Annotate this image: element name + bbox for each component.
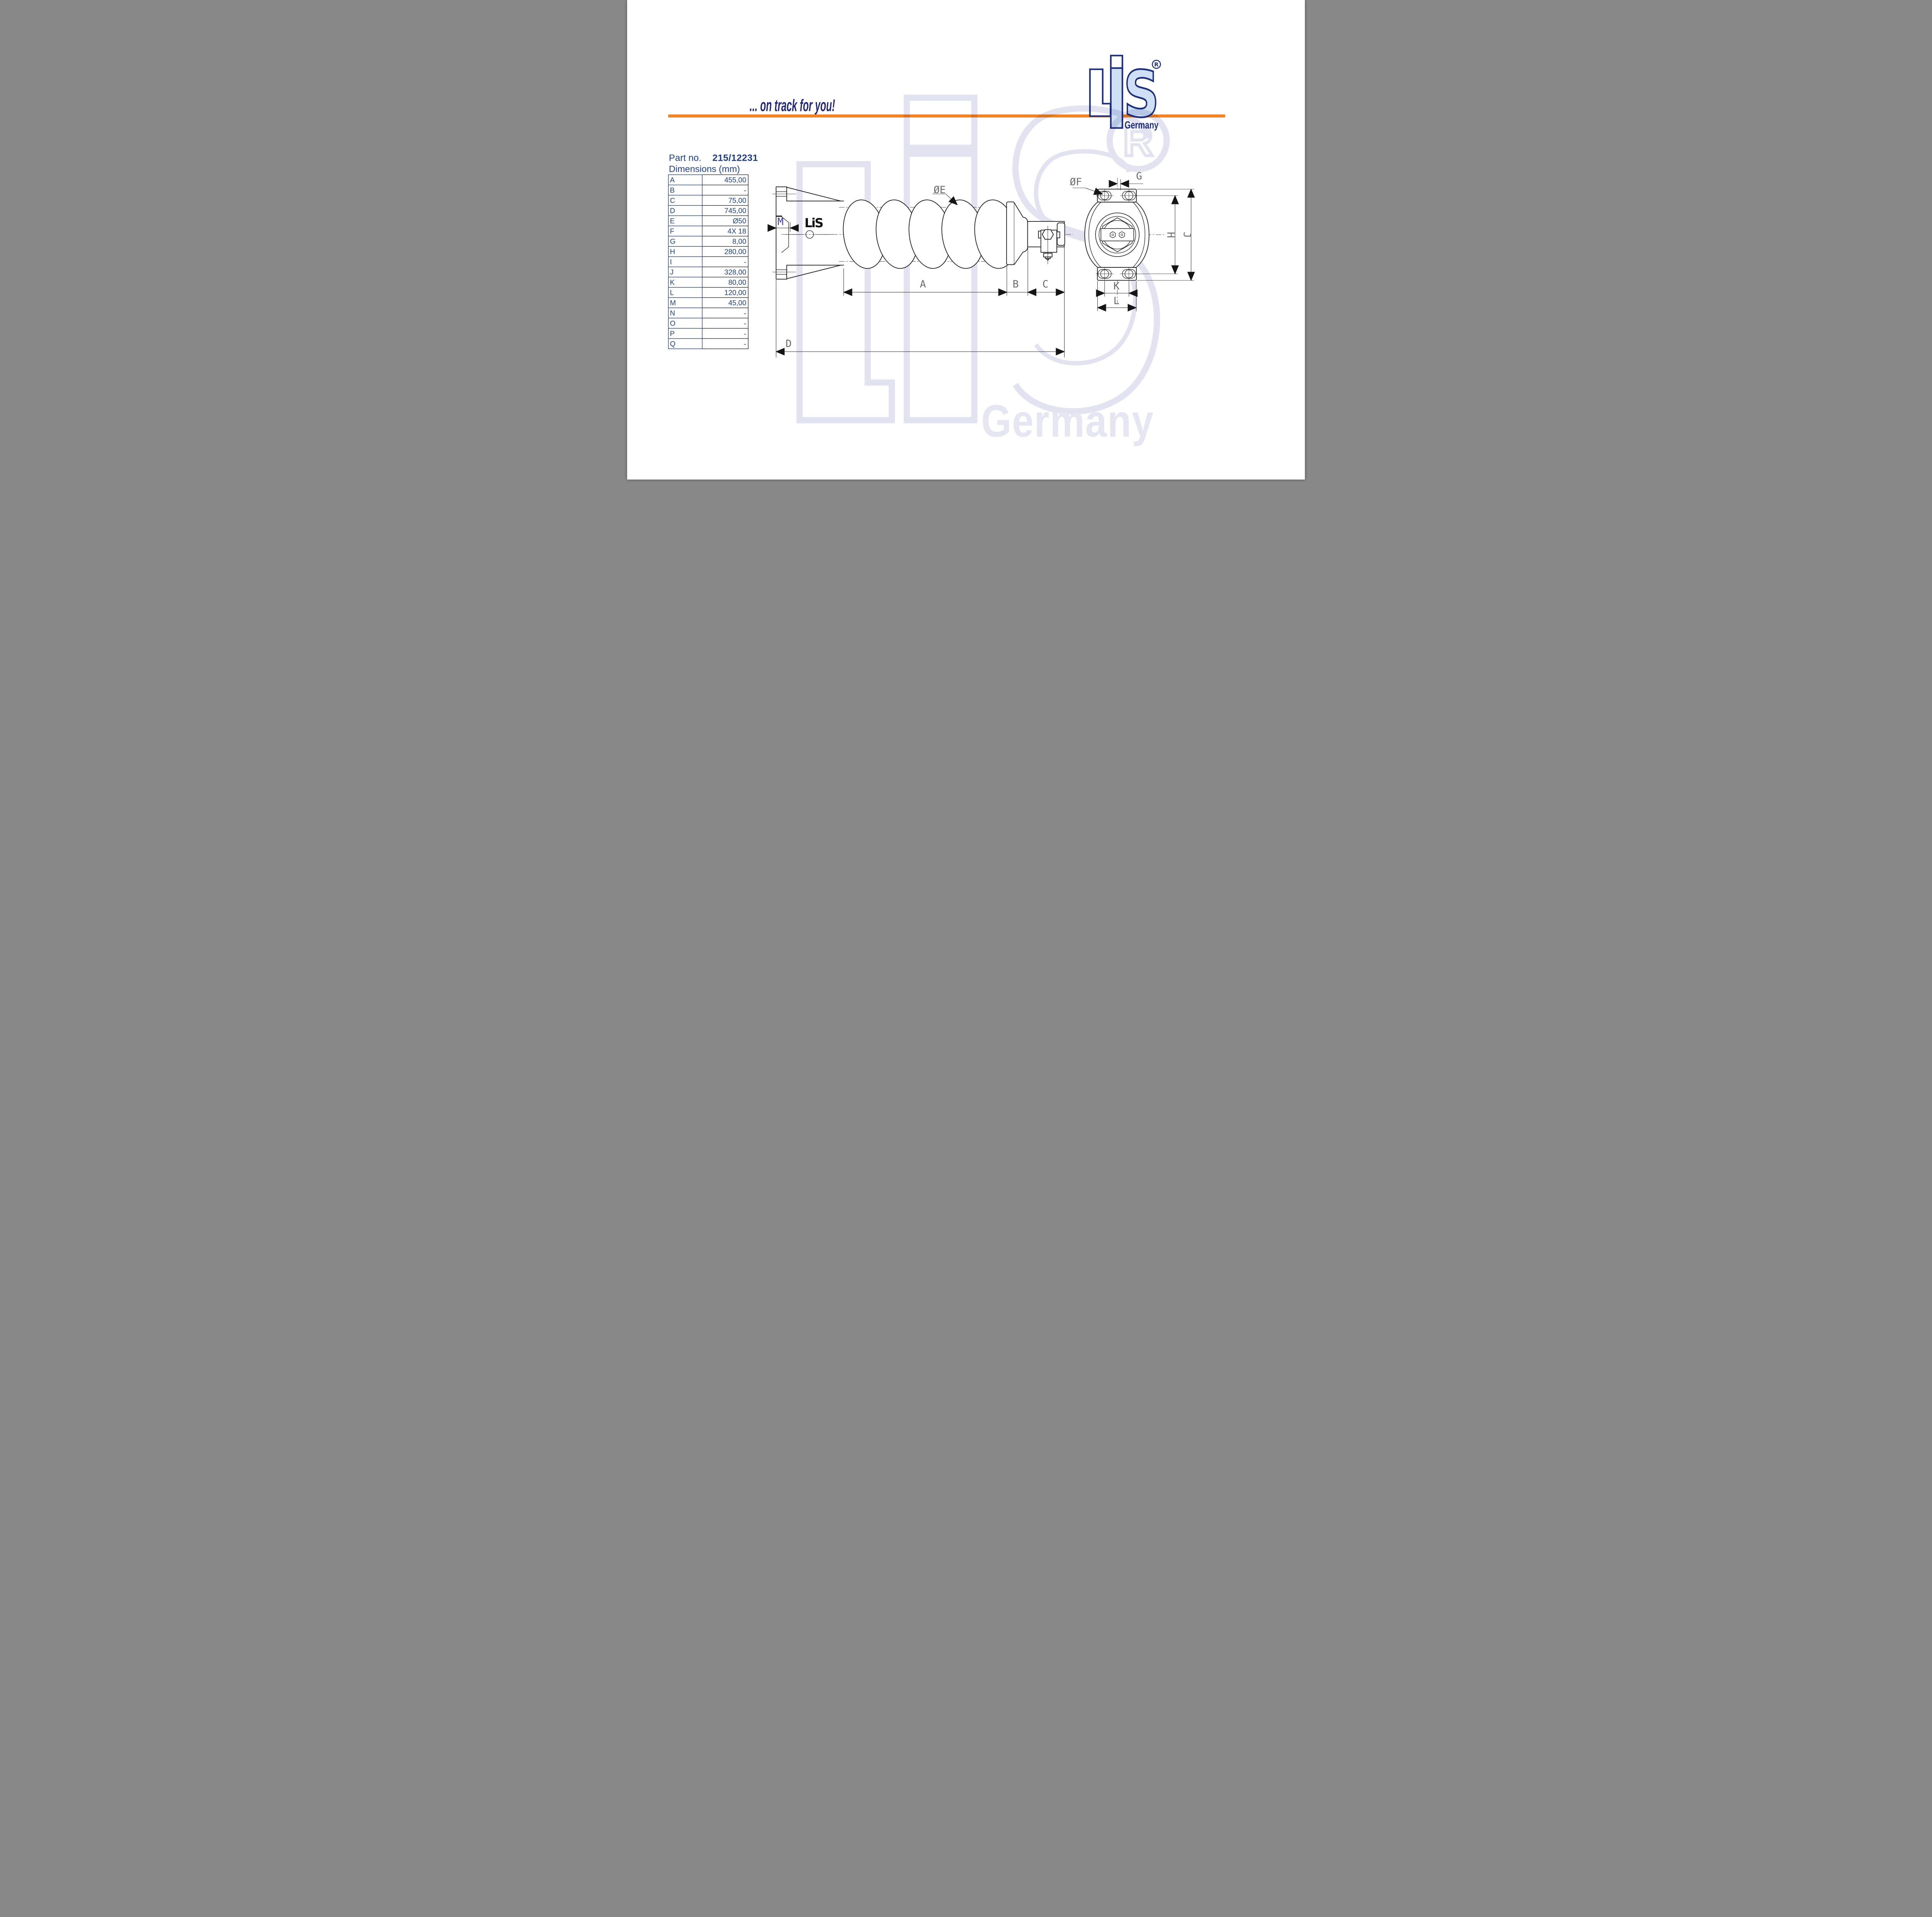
dim-value: - [702, 256, 748, 267]
dim-value: 4X 18 [702, 226, 748, 236]
part-number-label: Part no. [669, 152, 702, 163]
recoil-spring [843, 199, 1017, 269]
dim-label-j: J [1181, 232, 1193, 238]
dim-key: D [668, 205, 702, 216]
table-row: Q- [668, 338, 748, 349]
watermark-registered-circle-icon [1106, 109, 1170, 172]
dim-key: J [668, 267, 702, 277]
dim-key: P [668, 328, 702, 339]
dimension-labels: A B C D ØE ØF G H J K L M [777, 171, 1192, 350]
dim-label-k: K [1114, 281, 1120, 292]
dim-label-b: B [1013, 279, 1019, 290]
dim-value: 328,00 [702, 267, 748, 277]
dim-label-e: ØE [934, 184, 946, 196]
part-number-value: 215/12231 [712, 152, 758, 163]
watermark-letter-i-stem-icon [903, 151, 978, 424]
dim-key: Q [668, 338, 702, 349]
dim-value: - [702, 185, 748, 196]
table-row: B- [668, 185, 748, 196]
logo-registered-circle-icon [1152, 60, 1161, 69]
dim-key: A [668, 174, 702, 185]
dim-key: C [668, 195, 702, 206]
dim-label-h: H [1165, 232, 1176, 238]
dim-value: 75,00 [702, 195, 748, 206]
dim-value: Ø50 [702, 215, 748, 226]
dim-value: 280,00 [702, 246, 748, 257]
dim-value: 8,00 [702, 236, 748, 247]
dim-key: B [668, 185, 702, 196]
dim-label-f: ØF [1070, 177, 1082, 188]
dim-key: E [668, 215, 702, 226]
table-row: P- [668, 328, 748, 339]
dim-value: 45,00 [702, 297, 748, 308]
dim-label-d: D [786, 338, 792, 350]
small-hex-icon [1110, 231, 1116, 238]
dim-key: N [668, 308, 702, 318]
center-boss [1095, 213, 1139, 257]
dim-key: M [668, 297, 702, 308]
bolt-holes [1096, 189, 1138, 280]
end-view-dimensions [1072, 179, 1195, 312]
logo-letter-i-dot-icon [1110, 54, 1123, 69]
datasheet-page: ... on track for you! S R Germany R Germ… [627, 0, 1305, 480]
small-hex-icon [1119, 231, 1125, 238]
table-row: N- [668, 308, 748, 318]
page: ... on track for you! S R Germany R Germ… [627, 0, 1305, 480]
clamp-bar [1100, 228, 1134, 242]
yoke-bracket [772, 186, 844, 280]
end-view [1084, 178, 1164, 303]
watermark-registered-r: R [1123, 118, 1153, 165]
spring-seat-plate [1006, 201, 1015, 265]
side-view-dimensions [767, 194, 1065, 357]
dim-label-l: L [1114, 295, 1120, 307]
dim-value: 455,00 [702, 174, 748, 185]
dim-key: K [668, 277, 702, 288]
dim-key: O [668, 318, 702, 329]
dim-key: H [668, 246, 702, 257]
dim-key: L [668, 287, 702, 298]
watermark-country: Germany [981, 396, 1154, 446]
dim-value: 80,00 [702, 277, 748, 288]
watermark-letter-i-dot-icon [903, 95, 978, 151]
dim-value: - [702, 318, 748, 329]
dim-label-g: G [1136, 171, 1142, 182]
orange-rule [668, 114, 1225, 117]
dim-value: - [702, 338, 748, 349]
dim-label-m: M [777, 216, 784, 228]
tapered-cup [1014, 202, 1028, 265]
watermark-letter-l-icon [796, 161, 895, 424]
table-row: O- [668, 318, 748, 329]
dim-value: - [702, 308, 748, 318]
dim-value: - [702, 328, 748, 339]
dim-key: I [668, 256, 702, 267]
part-number-line: Part no. 215/12231 [669, 153, 758, 163]
dim-key: F [668, 226, 702, 236]
dimensions-heading: Dimensions (mm) [669, 163, 740, 174]
technical-drawing-canvas: ... on track for you! S R Germany R Germ… [668, 54, 1225, 446]
tagline: ... on track for you! [750, 96, 835, 115]
side-view: LiS [772, 186, 1073, 280]
dim-value: 120,00 [702, 287, 748, 298]
dim-value: 745,00 [702, 205, 748, 216]
dim-key: G [668, 236, 702, 247]
logo-registered-r: R [1154, 62, 1158, 68]
dim-label-a: A [920, 279, 926, 290]
grease-valve-block [1038, 226, 1060, 264]
table-row: I- [668, 256, 748, 267]
dim-label-c: C [1043, 279, 1049, 290]
part-stamp-logo: LiS [804, 216, 823, 230]
